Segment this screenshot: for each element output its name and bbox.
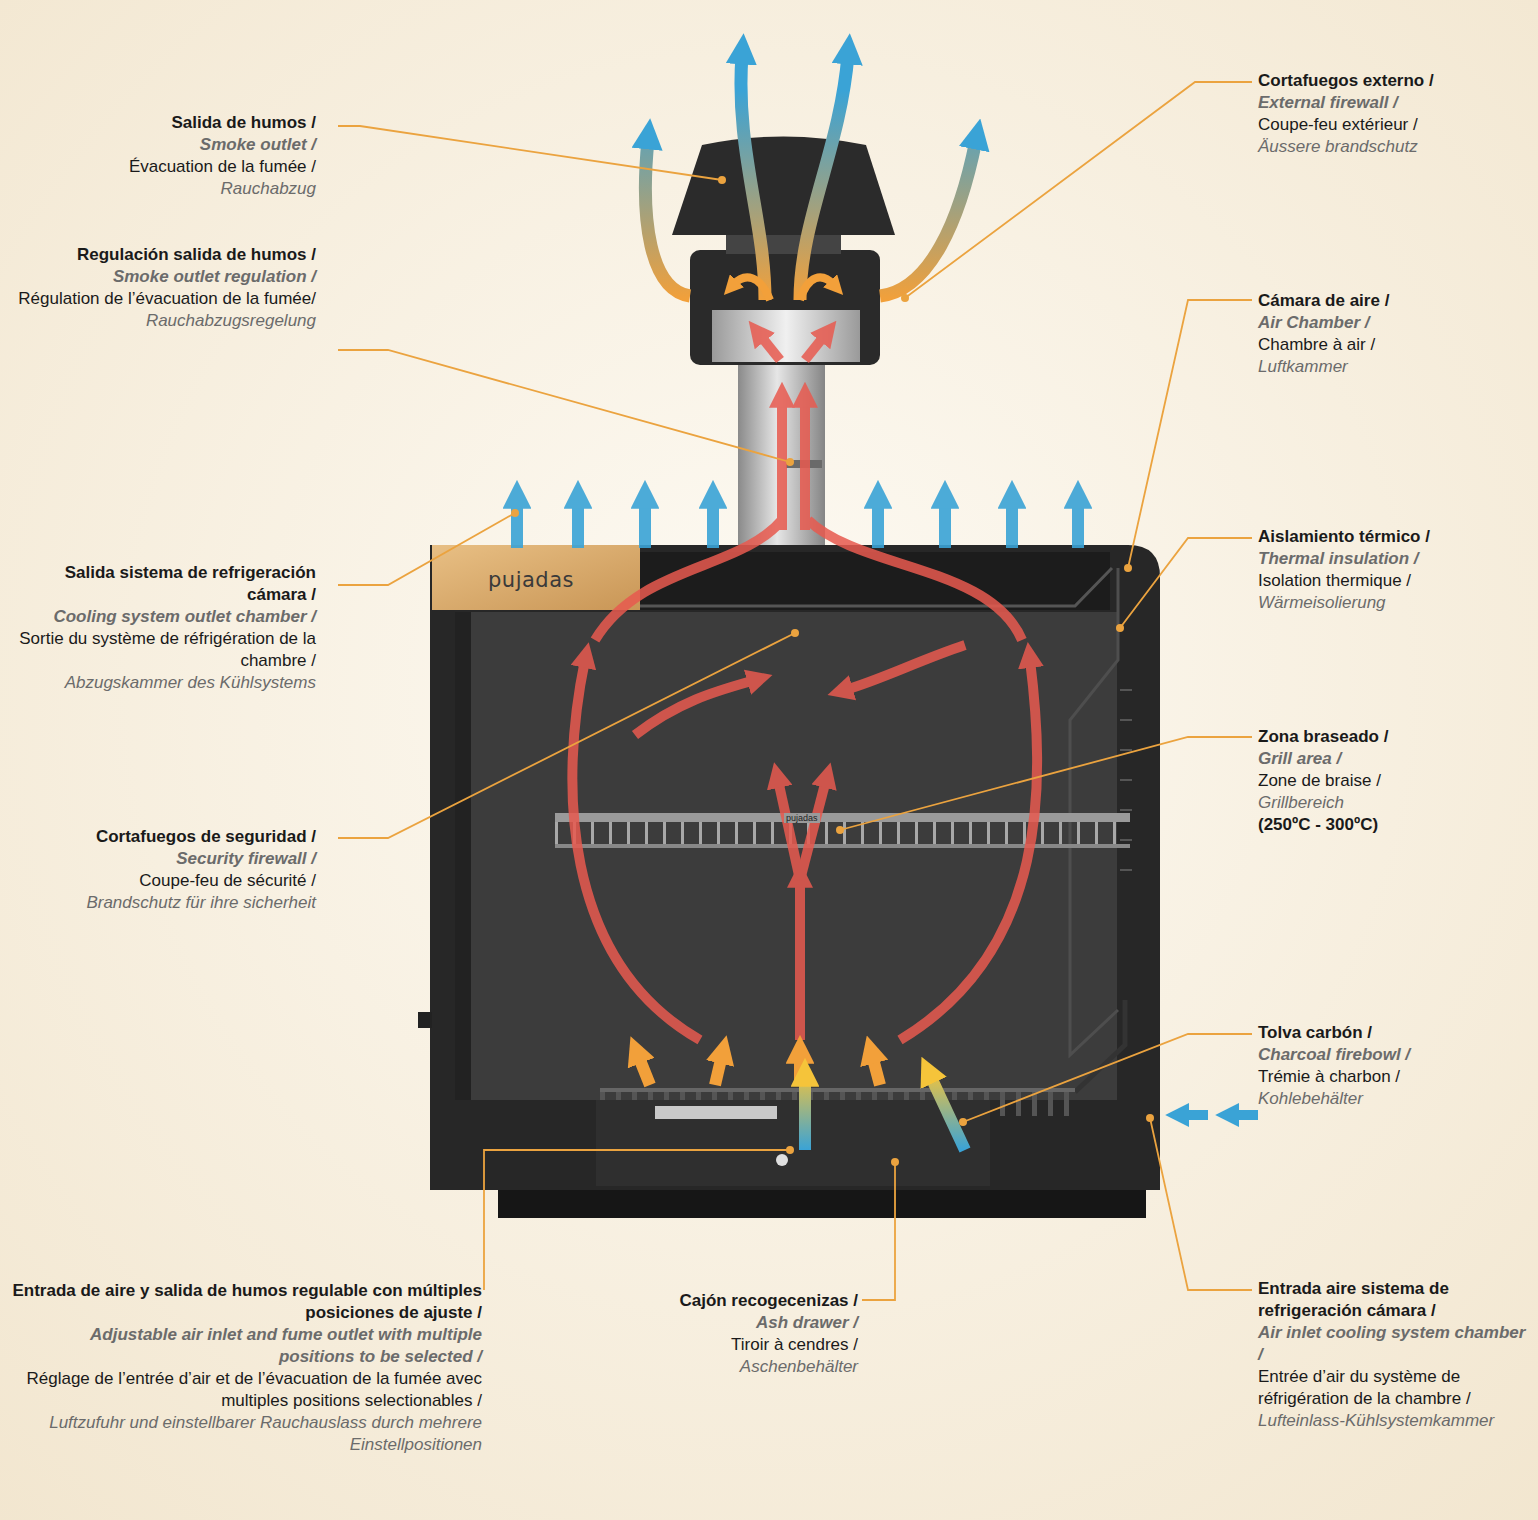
part-name: Aislamiento térmico / <box>1258 526 1528 548</box>
part-name: Ash drawer / <box>600 1312 858 1334</box>
part-name: Salida de humos / <box>16 112 316 134</box>
callout-label: Zona braseado /Grill area /Zone de brais… <box>1258 726 1528 836</box>
part-name: Lufteinlass-Kühlsystemkammer <box>1258 1410 1528 1432</box>
callout-label: Tolva carbón /Charcoal firebowl /Trémie … <box>1258 1022 1528 1110</box>
leader-lines <box>338 82 1252 1300</box>
part-name: Thermal insulation / <box>1258 548 1528 570</box>
part-name: Kohlebehälter <box>1258 1088 1528 1110</box>
temperature-range: (250ºC - 300ºC) <box>1258 814 1528 836</box>
callout-label: Salida de humos /Smoke outlet /Évacuatio… <box>16 112 316 200</box>
callout-label: Salida sistema de refrigeración cámara /… <box>16 562 316 694</box>
part-name: Äussere brandschutz <box>1258 136 1528 158</box>
part-name: Smoke outlet / <box>16 134 316 156</box>
part-name: Isolation thermique / <box>1258 570 1528 592</box>
part-name: Air inlet cooling system chamber / <box>1258 1322 1528 1366</box>
part-name: Brandschutz für ihre sicherheit <box>16 892 316 914</box>
callout-label: Regulación salida de humos /Smoke outlet… <box>16 244 316 332</box>
grill-brand: pujadas <box>784 813 820 823</box>
part-name: Aschenbehälter <box>600 1356 858 1378</box>
callout-label: Cajón recogecenizas /Ash drawer /Tiroir … <box>600 1290 858 1378</box>
part-name: Adjustable air inlet and fume outlet wit… <box>12 1324 482 1368</box>
callout-label: Aislamiento térmico /Thermal insulation … <box>1258 526 1528 614</box>
part-name: Luftkammer <box>1258 356 1528 378</box>
part-name: Regulación salida de humos / <box>16 244 316 266</box>
part-name: Chambre à air / <box>1258 334 1528 356</box>
part-name: External firewall / <box>1258 92 1528 114</box>
part-name: Abzugskammer des Kühlsystems <box>16 672 316 694</box>
part-name: Coupe-feu extérieur / <box>1258 114 1528 136</box>
part-name: Sortie du système de réfrigération de la… <box>16 628 316 672</box>
part-name: Luftzufuhr und einstellbarer Rauchauslas… <box>12 1412 482 1456</box>
part-name: Security firewall / <box>16 848 316 870</box>
part-name: Air Chamber / <box>1258 312 1528 334</box>
callout-label: Cortafuegos de seguridad /Security firew… <box>16 826 316 914</box>
part-name: Cámara de aire / <box>1258 290 1528 312</box>
part-name: Zone de braise / <box>1258 770 1528 792</box>
part-name: Tolva carbón / <box>1258 1022 1528 1044</box>
part-name: Cooling system outlet chamber / <box>16 606 316 628</box>
part-name: Smoke outlet regulation / <box>16 266 316 288</box>
brand-logo: pujadas <box>488 568 574 592</box>
part-name: Coupe-feu de sécurité / <box>16 870 316 892</box>
part-name: Grillbereich <box>1258 792 1528 814</box>
part-name: Cortafuegos externo / <box>1258 70 1528 92</box>
part-name: Trémie à charbon / <box>1258 1066 1528 1088</box>
part-name: Charcoal firebowl / <box>1258 1044 1528 1066</box>
part-name: Zona braseado / <box>1258 726 1528 748</box>
part-name: Entrada aire sistema de refrigeración cá… <box>1258 1278 1528 1322</box>
callout-label: Entrada aire sistema de refrigeración cá… <box>1258 1278 1528 1432</box>
part-name: Tiroir à cendres / <box>600 1334 858 1356</box>
part-name: Évacuation de la fumée / <box>16 156 316 178</box>
part-name: Régulation de l’évacuation de la fumée/ <box>16 288 316 310</box>
part-name: Cajón recogecenizas / <box>600 1290 858 1312</box>
callout-label: Cámara de aire /Air Chamber /Chambre à a… <box>1258 290 1528 378</box>
part-name: Entrée d’air du système de réfrigération… <box>1258 1366 1528 1410</box>
part-name: Rauchabzug <box>16 178 316 200</box>
part-name: Salida sistema de refrigeración cámara / <box>16 562 316 606</box>
part-name: Rauchabzugsregelung <box>16 310 316 332</box>
part-name: Cortafuegos de seguridad / <box>16 826 316 848</box>
callout-label: Cortafuegos externo /External firewall /… <box>1258 70 1528 158</box>
part-name: Réglage de l’entrée d’air et de l’évacua… <box>12 1368 482 1412</box>
callout-label: Entrada de aire y salida de humos regula… <box>12 1280 482 1456</box>
part-name: Wärmeisolierung <box>1258 592 1528 614</box>
part-name: Entrada de aire y salida de humos regula… <box>12 1280 482 1324</box>
part-name: Grill area / <box>1258 748 1528 770</box>
